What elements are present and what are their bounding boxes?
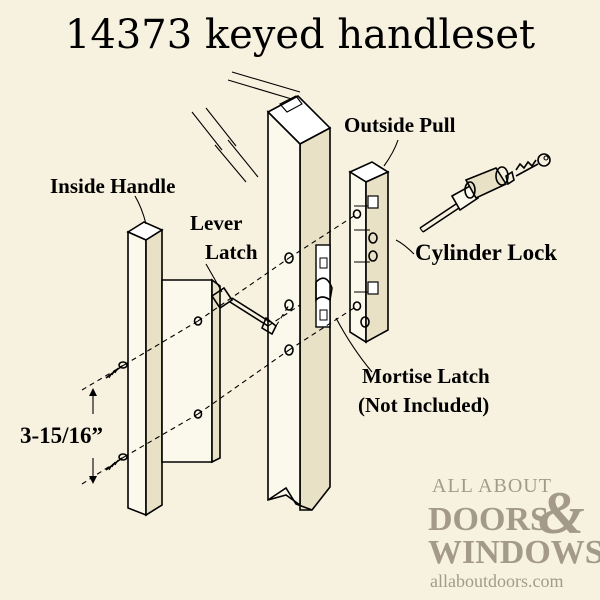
outside-pull xyxy=(348,161,390,344)
label-lever-line1: Lever xyxy=(190,211,242,235)
svg-text:DOORS: DOORS xyxy=(428,501,549,538)
all-about-doors-windows-logo: ALL ABOUT DOORS & WINDOWS allaboutdoors.… xyxy=(428,475,600,591)
svg-text:&: & xyxy=(538,480,585,546)
svg-text:WINDOWS: WINDOWS xyxy=(428,534,600,571)
dimension-label: 3-15/16” xyxy=(20,423,103,448)
label-mortise-line1: Mortise Latch xyxy=(362,364,490,388)
inside-handle xyxy=(126,221,221,517)
label-lever-line2: Latch xyxy=(205,240,258,264)
door-edge-motion-lines xyxy=(191,71,301,183)
page-title: 14373 keyed handleset xyxy=(65,12,535,58)
mounting-screw-upper xyxy=(105,361,128,379)
cylinder-lock xyxy=(419,166,515,233)
alignment-lines xyxy=(81,213,358,485)
label-inside-handle: Inside Handle xyxy=(50,174,175,198)
lever-latch xyxy=(210,286,278,336)
label-outside-pull: Outside Pull xyxy=(344,113,456,137)
dimension-indicator xyxy=(89,388,97,484)
door-stile xyxy=(266,95,333,511)
label-mortise-line2: (Not Included) xyxy=(358,393,489,417)
label-cylinder-lock: Cylinder Lock xyxy=(415,240,557,265)
svg-text:allaboutdoors.com: allaboutdoors.com xyxy=(430,571,563,591)
leader-lines xyxy=(134,139,415,373)
svg-text:ALL ABOUT: ALL ABOUT xyxy=(432,475,552,497)
key xyxy=(515,153,551,177)
